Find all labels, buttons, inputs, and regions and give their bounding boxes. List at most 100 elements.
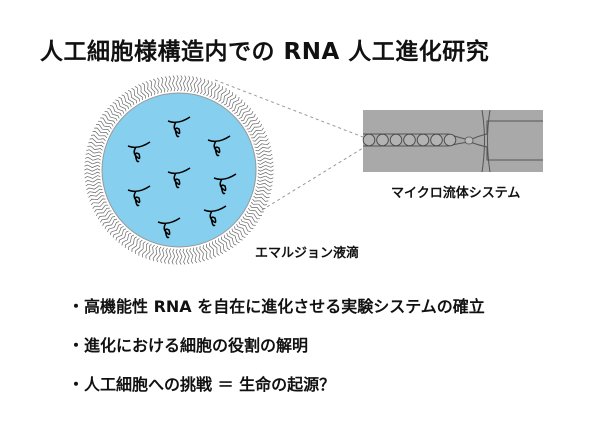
- microfluidic-label: マイクロ流体システム: [391, 186, 521, 201]
- bullet-item: ・進化における細胞の役割の解明: [68, 333, 485, 372]
- lipid: [248, 124, 263, 133]
- lipid: [203, 79, 209, 96]
- lipid: [87, 188, 103, 194]
- lipid: [115, 99, 127, 112]
- lipid: [121, 94, 132, 108]
- lipid: [257, 157, 274, 162]
- lipid: [167, 248, 172, 265]
- lipid: [124, 234, 135, 248]
- bubble: [430, 133, 443, 147]
- lipid: [229, 96, 240, 110]
- lipid: [252, 198, 268, 206]
- lipid: [175, 75, 179, 92]
- lipid: [254, 192, 270, 199]
- lipid: [134, 239, 143, 254]
- lipid: [115, 228, 127, 241]
- lipid: [250, 201, 266, 209]
- lipid: [156, 77, 162, 94]
- lipid: [242, 216, 256, 226]
- lipid: [256, 149, 272, 155]
- lipid: [252, 134, 268, 142]
- lipid: [97, 120, 112, 130]
- bullet-list: ・高機能性 RNA を自在に進化させる実験システムの確立 ・進化における細胞の役…: [68, 294, 485, 411]
- lipid: [186, 75, 191, 92]
- lipid: [107, 221, 120, 233]
- lipid: [221, 89, 230, 104]
- lipid: [212, 241, 220, 256]
- rna-molecule: [207, 135, 231, 157]
- lipid: [226, 232, 237, 246]
- lipid: [242, 114, 256, 124]
- lipid: [246, 210, 261, 220]
- rna-molecule: [203, 205, 227, 227]
- lipid: [96, 124, 111, 133]
- lipid: [156, 246, 162, 263]
- emulsion-droplet: [101, 92, 257, 248]
- lipid: [95, 207, 110, 216]
- lipid: [94, 204, 109, 213]
- lipid: [134, 86, 143, 101]
- lipid: [153, 78, 159, 94]
- lipid: [205, 243, 213, 259]
- bullet-marker: ・: [68, 375, 85, 394]
- lipid: [138, 84, 146, 99]
- rna-molecule: [213, 173, 237, 195]
- lipid: [86, 185, 102, 191]
- lipid: [141, 82, 149, 98]
- lipid: [152, 245, 159, 262]
- lipid: [256, 153, 273, 158]
- bubble: [403, 133, 416, 147]
- lipid: [253, 195, 269, 202]
- lipid: [84, 175, 101, 179]
- lipid: [164, 248, 168, 264]
- lipid: [238, 107, 251, 119]
- lipid: [172, 75, 176, 92]
- lipid: [160, 247, 165, 264]
- lipid: [240, 110, 254, 122]
- lipid: [179, 248, 183, 265]
- lipid: [86, 149, 102, 154]
- lipid: [251, 131, 266, 139]
- lipid: [212, 84, 220, 99]
- lipid: [236, 223, 249, 235]
- lipid: [244, 117, 259, 127]
- lipid: [215, 239, 224, 254]
- bubble: [416, 133, 430, 147]
- zoom-line-bottom: [261, 147, 364, 211]
- lipid: [175, 248, 179, 265]
- lipid: [84, 168, 101, 172]
- lipid: [84, 171, 101, 176]
- lipid: [238, 221, 251, 233]
- bubble: [443, 133, 457, 147]
- lipid: [141, 242, 149, 258]
- lipid: [85, 182, 102, 187]
- lipid: [107, 107, 120, 119]
- lipid: [88, 192, 104, 198]
- lipid: [131, 87, 140, 102]
- lipid: [138, 241, 146, 256]
- lipid: [257, 168, 274, 172]
- lipid: [234, 102, 246, 114]
- lipid: [102, 216, 116, 226]
- rna-molecules: [127, 116, 237, 239]
- lipid: [199, 246, 205, 262]
- lipid: [92, 201, 107, 209]
- lipid: [118, 230, 129, 244]
- zoom-line-top: [214, 79, 364, 138]
- lipid: [89, 195, 105, 202]
- lipid: [149, 244, 155, 261]
- lipid: [218, 87, 227, 102]
- lipid: [231, 228, 243, 241]
- lipid: [233, 226, 246, 238]
- lipid: [182, 75, 187, 92]
- lipid: [121, 232, 132, 246]
- lipid: [182, 248, 186, 265]
- lipid: [244, 213, 258, 223]
- lipid: [131, 238, 140, 253]
- lipid: [223, 92, 234, 106]
- rna-molecule: [127, 141, 151, 163]
- lipid: [254, 142, 270, 148]
- bullet-text: 人工細胞への挑戦 ＝ 生命の起源？: [84, 375, 336, 394]
- lipid: [193, 76, 198, 93]
